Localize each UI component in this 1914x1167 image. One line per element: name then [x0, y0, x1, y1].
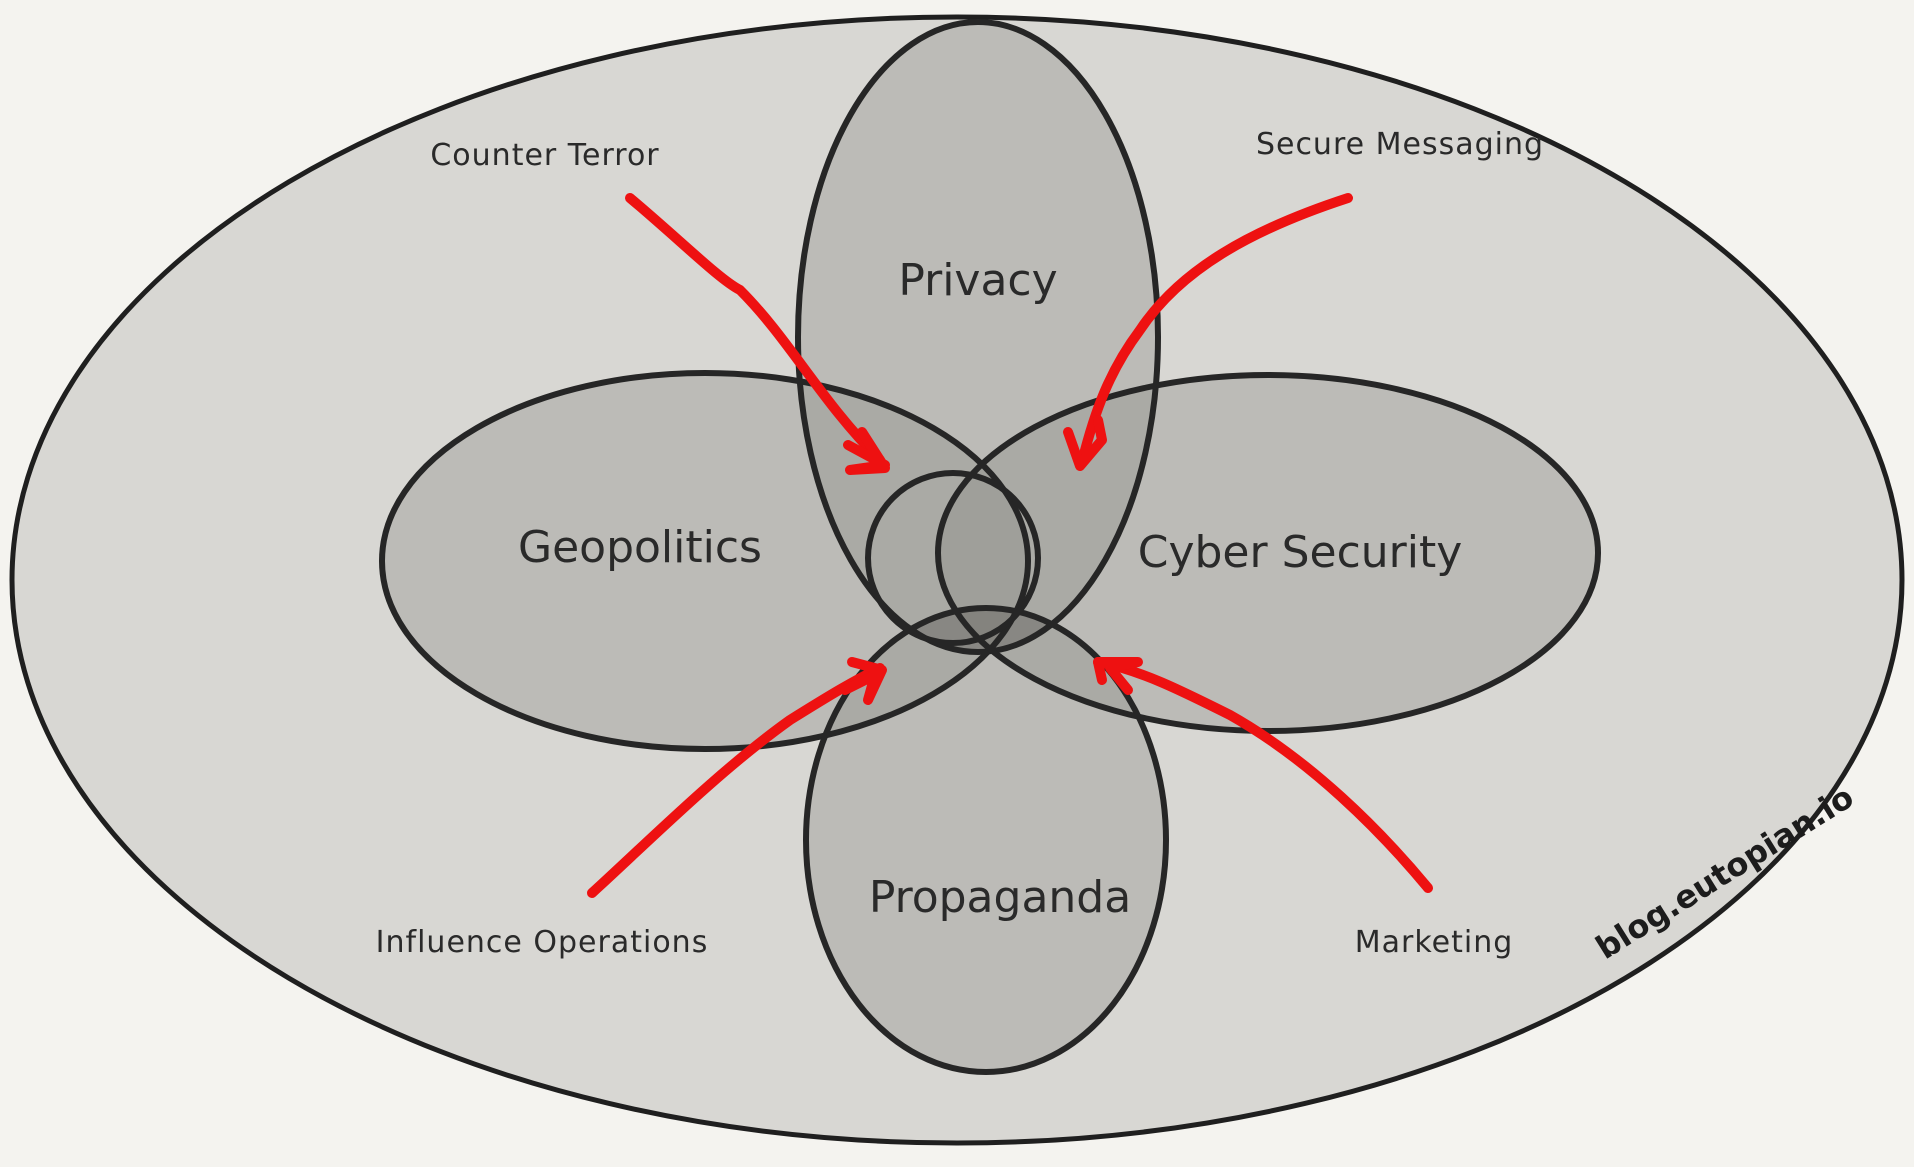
geopolitics-ellipse — [379, 370, 1031, 752]
propaganda-ellipse-fill — [806, 608, 1166, 1072]
propaganda-ellipse — [803, 605, 1169, 1075]
cyber-security-label: Cyber Security — [1138, 527, 1463, 578]
cyber-security-ellipse — [935, 372, 1601, 734]
secure-messaging-arrow — [1063, 193, 1353, 471]
privacy-label: Privacy — [898, 255, 1057, 306]
propaganda-label: Propaganda — [869, 872, 1131, 923]
counter-terror-label: Counter Terror — [430, 138, 659, 173]
center-ellipse — [865, 470, 1041, 646]
influence-operations-label: Influence Operations — [376, 925, 709, 960]
privacy-ellipse-fill — [798, 22, 1158, 652]
petal-outlines — [379, 19, 1601, 1075]
geopolitics-label: Geopolitics — [518, 522, 762, 573]
influence-arrows — [587, 193, 1433, 898]
privacy-ellipse — [795, 19, 1161, 655]
cyber-security-ellipse-fill — [938, 375, 1598, 731]
marketing-label: Marketing — [1355, 925, 1514, 960]
secure-messaging-label: Secure Messaging — [1256, 127, 1544, 162]
outer-ellipse — [9, 14, 1905, 1146]
marketing-arrow — [1093, 657, 1433, 893]
influence-operations-arrow — [587, 657, 887, 898]
counter-terror-arrow — [625, 193, 890, 475]
